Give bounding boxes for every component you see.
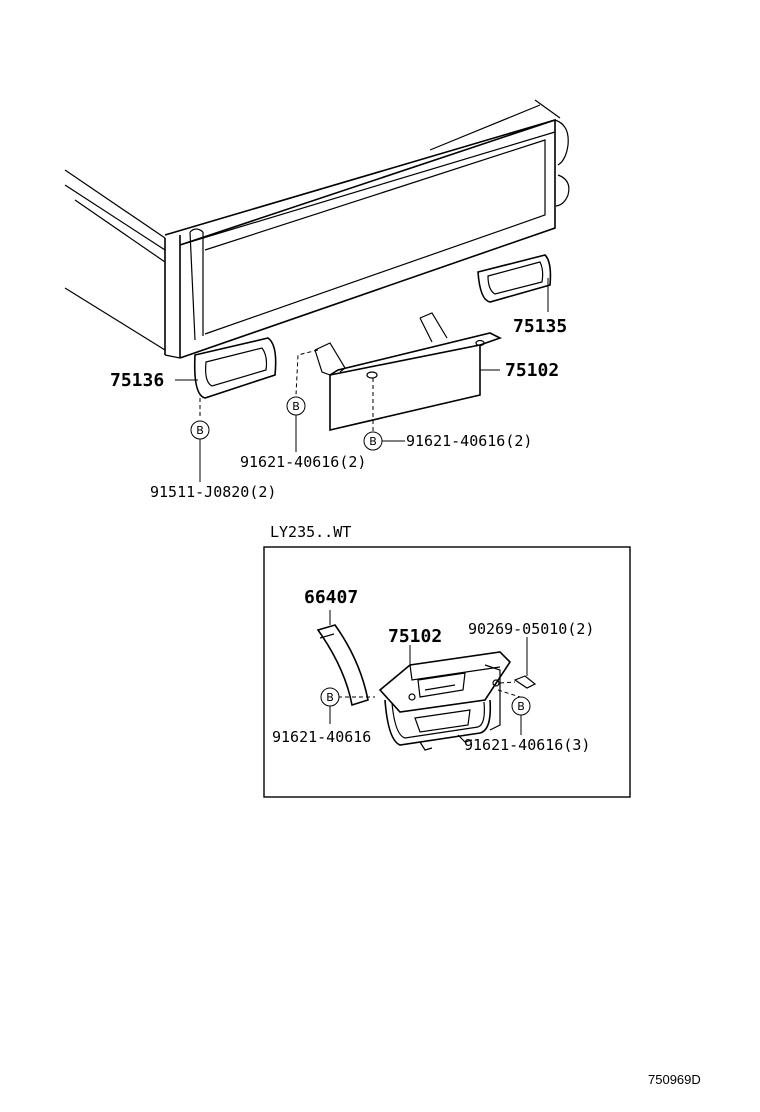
label-75136: 75136: [110, 370, 164, 391]
bolt-b-inset-left: B: [320, 687, 340, 724]
label-75102-top: 75102: [505, 360, 559, 381]
part-75102-inset-drawing: [378, 645, 512, 751]
bolt-b-left: B: [190, 420, 210, 482]
part-66407-drawing: [316, 610, 375, 707]
label-66407: 66407: [304, 587, 358, 608]
svg-text:B: B: [369, 435, 377, 448]
inset-title: LY235..WT: [270, 523, 351, 541]
part-75102-drawing: [295, 312, 503, 432]
label-91621-40616-inset-left: 91621-40616: [272, 728, 371, 746]
bolt-b-middle: B: [286, 396, 306, 452]
label-91511-j0820: 91511-J0820(2): [150, 483, 276, 501]
part-75135-drawing: [477, 254, 552, 312]
diagram-code: 750969D: [648, 1072, 701, 1087]
part-90269-drawing: [499, 637, 537, 689]
svg-text:B: B: [292, 400, 300, 413]
label-91621-40616-inset-right: 91621-40616(3): [464, 736, 590, 754]
label-91621-40616-right: 91621-40616(2): [406, 432, 532, 450]
label-91621-40616-mid: 91621-40616(2): [240, 453, 366, 471]
label-75135: 75135: [513, 316, 567, 337]
truck-bed-drawing: [64, 99, 570, 359]
label-75102-inset: 75102: [388, 626, 442, 647]
svg-text:B: B: [326, 691, 334, 704]
label-90269-05010: 90269-05010(2): [468, 620, 594, 638]
svg-text:B: B: [517, 700, 525, 713]
part-75136-drawing: [175, 337, 277, 418]
svg-text:B: B: [196, 424, 204, 437]
inset-frame: [263, 546, 631, 798]
bolt-b-inset-right: B: [497, 689, 531, 735]
bolt-b-right: B: [363, 431, 405, 451]
